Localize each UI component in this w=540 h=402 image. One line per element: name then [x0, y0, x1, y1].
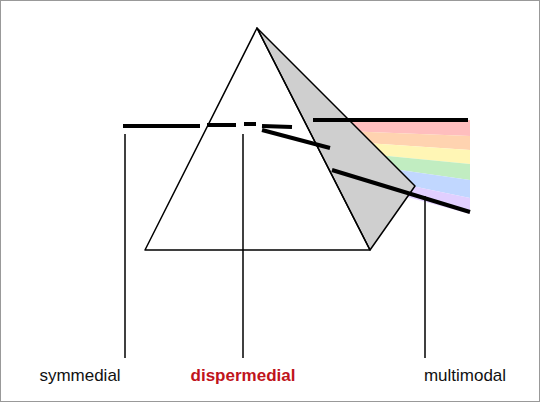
prism-face — [257, 28, 415, 250]
part-label: dispermedial — [189, 366, 298, 386]
part-label: symmedial — [37, 366, 122, 386]
part-label: multimodal — [422, 366, 508, 386]
leader-line — [125, 134, 425, 358]
prism-outline — [145, 28, 370, 250]
beam — [123, 120, 470, 212]
